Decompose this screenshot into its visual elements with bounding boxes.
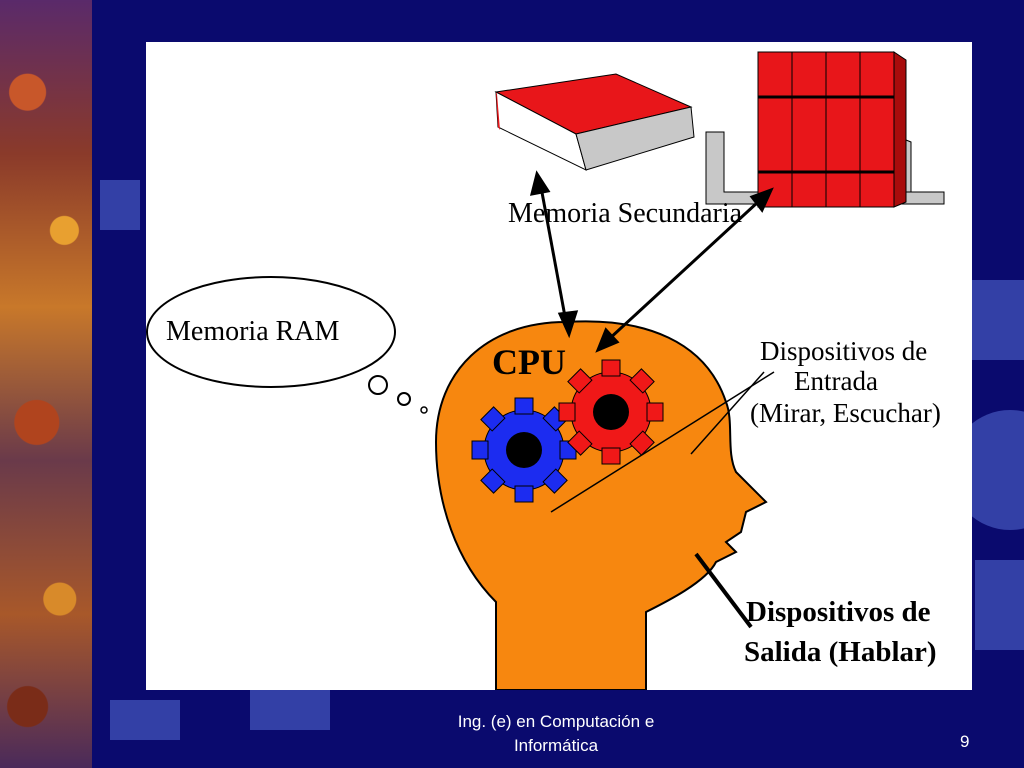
book-icon (494, 73, 695, 171)
footer-text: Ing. (e) en Computación e Informática (420, 710, 692, 758)
page-number: 9 (960, 732, 970, 751)
thought-bubble-dot (420, 406, 428, 414)
footer-line1: Ing. (e) en Computación e (457, 712, 655, 731)
input-devices-pointer (690, 371, 765, 455)
computer-head-diagram (146, 51, 945, 690)
output-devices-label-line2: Salida (Hablar) (744, 636, 937, 668)
blue-gear-icon (471, 397, 577, 503)
arrow-book-cpu (529, 170, 579, 339)
decorative-side-strip (0, 0, 92, 768)
diagram-canvas: Memoria Secundaria Memoria RAM CPU Dispo… (146, 42, 972, 690)
input-devices-pointer (550, 371, 775, 513)
arrow-shelf-cpu (595, 187, 774, 353)
input-devices-label-line1: Dispositivos de (760, 336, 928, 366)
input-devices-label-line3: (Mirar, Escuchar) (750, 398, 941, 428)
thought-bubble-dot (397, 392, 411, 406)
input-devices-label-line2: Entrada (794, 366, 878, 396)
red-gear-icon (558, 359, 664, 465)
ram-label: Memoria RAM (166, 316, 340, 347)
output-devices-pointer (694, 552, 753, 629)
bookshelf-icon (705, 51, 945, 208)
thought-bubble-dot (368, 375, 388, 395)
footer-line2: Informática (513, 736, 599, 755)
thought-bubble (146, 276, 396, 388)
output-devices-label-line1: Dispositivos de (746, 596, 931, 628)
secondary-memory-label: Memoria Secundaria (508, 198, 743, 229)
cpu-label: CPU (492, 342, 566, 382)
